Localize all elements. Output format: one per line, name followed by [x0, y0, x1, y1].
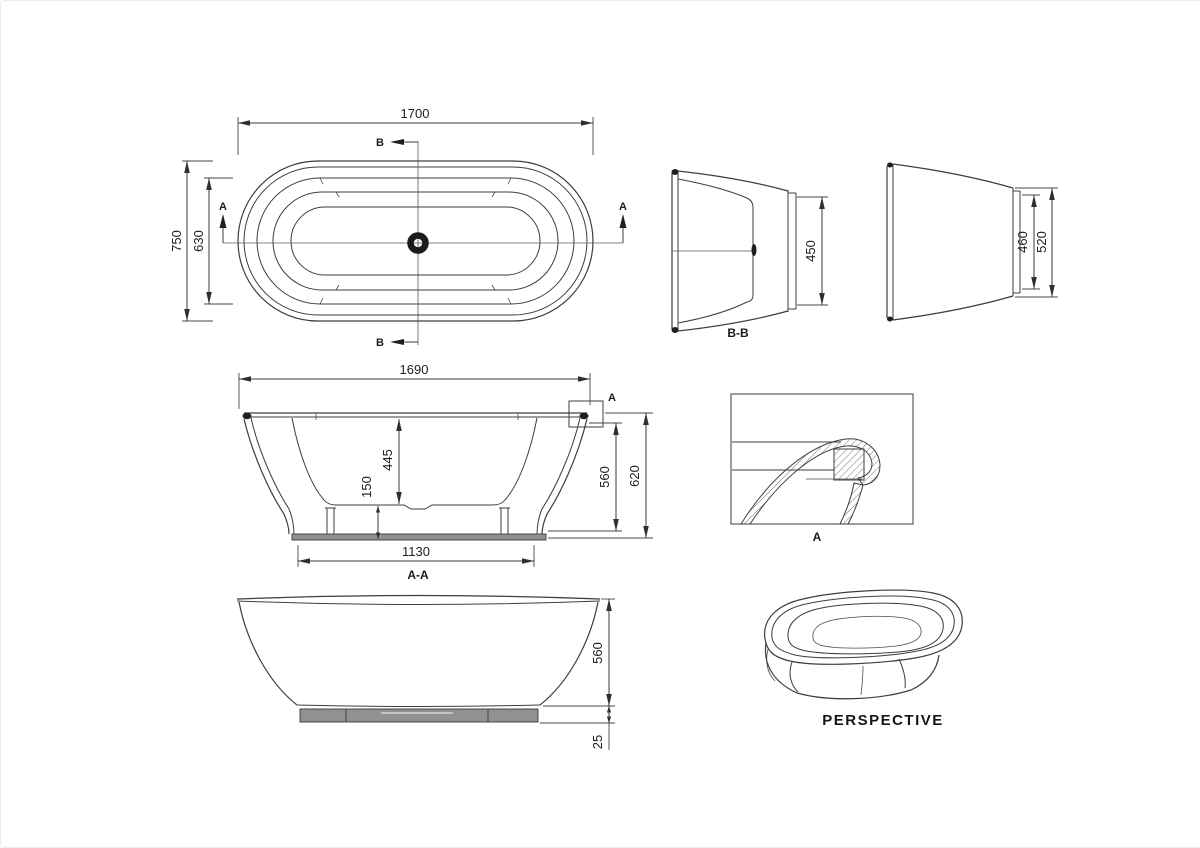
- perspective-view: PERSPECTIVE: [764, 589, 963, 729]
- section-aa-label: A-A: [407, 568, 429, 582]
- dim-plan-inner-width: 630: [191, 230, 206, 252]
- detail-callout-box: [568, 400, 604, 428]
- detail-callout-letter: A: [608, 392, 616, 404]
- dim-aa-overall-height: 620: [627, 465, 642, 487]
- dim-aa-base-length: 1130: [402, 544, 430, 559]
- dim-aa-floor-height: 150: [359, 476, 374, 498]
- section-letter-a-left: A: [219, 201, 227, 213]
- dim-aa-height-to-base: 560: [597, 466, 612, 488]
- section-letter-b-top: B: [376, 137, 384, 149]
- dim-aa-inner-depth: 445: [380, 449, 395, 471]
- section-bb-view: 450 B-B: [671, 169, 828, 340]
- dim-end-outer-height: 520: [1034, 231, 1049, 253]
- plinth: [299, 708, 539, 723]
- section-marker-b-top: B: [376, 137, 418, 149]
- section-bb-label: B-B: [727, 326, 749, 340]
- rim-shell-return: [839, 482, 864, 525]
- rim-core-block: [833, 448, 865, 481]
- detail-a-view: A: [730, 393, 914, 544]
- plan-view: B B A A 1700 750 6: [169, 106, 627, 349]
- front-elevation-view: 560 25: [236, 594, 615, 750]
- tub-leg-left: [325, 507, 336, 534]
- tub-leg-right: [499, 507, 510, 534]
- detail-frame: [730, 393, 914, 525]
- dim-end-inner-height: 460: [1015, 231, 1030, 253]
- section-letter-b-bottom: B: [376, 337, 384, 349]
- dim-aa-length: 1690: [400, 362, 429, 377]
- dim-plan-outer-width: 750: [169, 230, 184, 252]
- section-letter-a-right: A: [619, 201, 627, 213]
- dim-front-plinth: 25: [590, 735, 605, 749]
- dim-plan-width: 1700: [401, 106, 430, 121]
- dim-bb-depth: 450: [803, 240, 818, 262]
- dim-front-height: 560: [590, 642, 605, 664]
- perspective-label: PERSPECTIVE: [822, 712, 944, 729]
- section-marker-a-left: A: [219, 201, 227, 243]
- drain-icon: [407, 232, 429, 254]
- base-rail: [291, 533, 547, 541]
- section-marker-a-right: A: [619, 201, 627, 243]
- section-marker-b-bottom: B: [376, 337, 418, 349]
- section-aa-view: A 1690 445 150 1130 A-A 560 620: [238, 362, 653, 582]
- detail-a-label: A: [813, 530, 822, 544]
- end-elevation-view: 460 520: [886, 162, 1058, 322]
